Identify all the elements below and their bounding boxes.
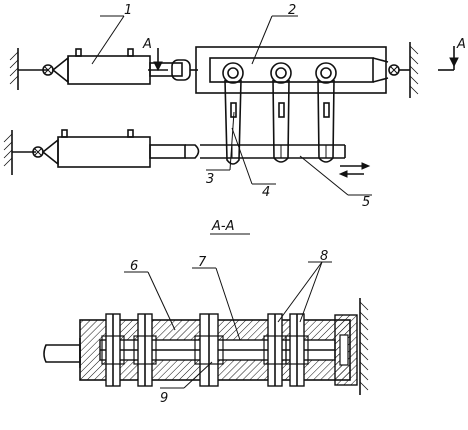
pin-assembly-3 — [194, 313, 224, 387]
right-wall-section — [359, 298, 369, 395]
pin-assembly-2 — [133, 313, 157, 387]
label-2: 2 — [288, 3, 296, 18]
leader-lines-top — [91, 15, 372, 196]
housing-2 — [195, 46, 389, 94]
pin-assembly-1 — [101, 313, 125, 387]
label-5: 5 — [362, 195, 370, 210]
label-1: 1 — [124, 3, 132, 18]
label-7: 7 — [198, 255, 207, 270]
top-view: A — [3, 3, 466, 210]
label-3: 3 — [206, 172, 214, 187]
hydraulic-cylinder-lower — [41, 129, 186, 168]
label-9: 9 — [160, 391, 168, 406]
motion-arrows — [338, 162, 371, 178]
end-block-right — [334, 314, 358, 386]
section-arrow-a-right: A — [438, 37, 466, 71]
hydraulic-cylinder-1 — [51, 48, 198, 85]
rod-end-left — [43, 338, 81, 368]
pin-assembly-4 — [263, 313, 287, 387]
label-6: 6 — [130, 259, 138, 274]
section-title: A-A — [211, 219, 234, 234]
pin-assembly-5 — [285, 313, 309, 387]
arrow-a-left-label: A — [142, 37, 152, 52]
left-wall-upper — [9, 48, 54, 90]
slider-rod-5 — [185, 144, 346, 159]
lever-3 — [222, 62, 244, 165]
arrow-a-right-label: A — [456, 37, 466, 52]
label-8: 8 — [320, 249, 328, 264]
section-arrow-a-left: A — [142, 37, 168, 72]
section-view: 6 7 8 9 — [43, 249, 369, 406]
right-wall-upper — [388, 42, 419, 98]
left-wall-lower — [3, 130, 44, 175]
leader-lines-section — [124, 261, 332, 389]
label-4: 4 — [262, 185, 270, 200]
